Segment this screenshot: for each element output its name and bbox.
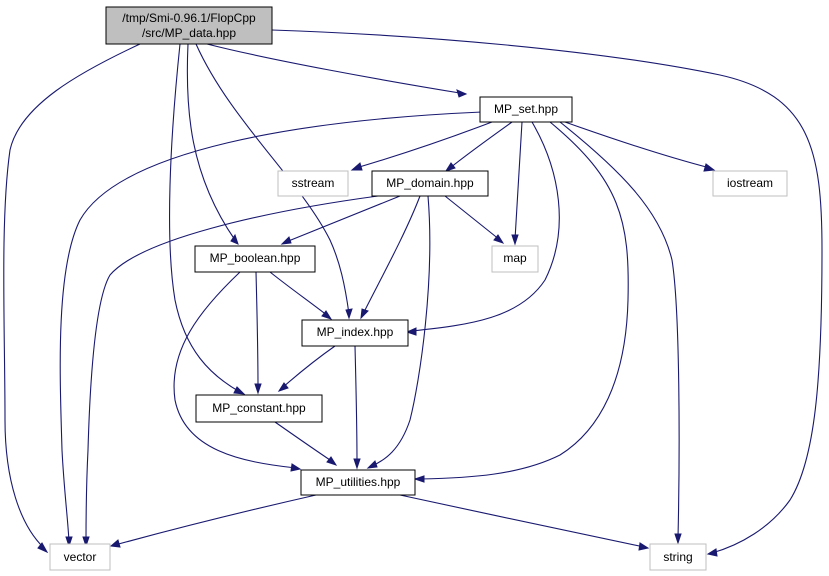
edges [3, 29, 823, 557]
node-mp-boolean-label: MP_boolean.hpp [210, 251, 301, 265]
node-map-label: map [503, 251, 527, 265]
edge-mp-data-to-mp-set [206, 43, 468, 98]
node-mp-utilities[interactable]: MP_utilities.hpp [300, 469, 416, 496]
node-mp-set-label: MP_set.hpp [494, 102, 558, 116]
node-string[interactable]: string [649, 543, 707, 571]
edge-mp-domain-to-mp-boolean [280, 195, 401, 245]
node-mp-constant[interactable]: MP_constant.hpp [195, 394, 323, 423]
edge-mp-index-to-mp-constant [277, 345, 336, 392]
edge-mp-domain-to-map [444, 195, 505, 244]
edge-mp-boolean-to-mp-index [269, 271, 333, 320]
edge-mp-utilities-to-string [399, 494, 650, 551]
edge-mp-data-to-mp-index [195, 43, 353, 320]
node-iostream[interactable]: iostream [712, 170, 788, 197]
node-map[interactable]: map [491, 245, 539, 273]
edge-mp-index-to-mp-utilities [353, 345, 361, 470]
node-sstream-label: sstream [292, 176, 335, 190]
edge-mp-set-to-vector [59, 111, 483, 548]
node-sstream[interactable]: sstream [277, 170, 349, 197]
node-mp-data-label-line2: /src/MP_data.hpp [142, 26, 236, 40]
edge-mp-data-to-mp-boolean [186, 43, 239, 245]
edge-mp-set-to-map [511, 121, 523, 246]
edge-mp-boolean-to-mp-constant [254, 271, 262, 395]
edge-mp-data-to-vector [3, 43, 141, 554]
node-mp-data[interactable]: /tmp/Smi-0.96.1/FlopCpp /src/MP_data.hpp [105, 6, 273, 45]
edge-mp-set-to-mp-utilities [413, 121, 629, 483]
nodes: /tmp/Smi-0.96.1/FlopCpp /src/MP_data.hpp… [49, 6, 788, 571]
edge-mp-set-to-mp-index [405, 121, 560, 336]
node-mp-index-label: MP_index.hpp [317, 325, 394, 339]
edge-mp-data-to-mp-constant [169, 43, 246, 395]
node-mp-set[interactable]: MP_set.hpp [479, 96, 573, 123]
node-mp-utilities-label: MP_utilities.hpp [316, 475, 401, 489]
edge-mp-data-to-string [271, 29, 823, 557]
node-mp-boolean[interactable]: MP_boolean.hpp [194, 245, 316, 273]
edge-mp-set-to-iostream [564, 121, 716, 172]
node-mp-data-label-line1: /tmp/Smi-0.96.1/FlopCpp [122, 11, 256, 25]
edge-mp-domain-to-vector [82, 195, 379, 548]
edge-mp-constant-to-mp-utilities [274, 421, 338, 466]
node-mp-domain[interactable]: MP_domain.hpp [371, 170, 489, 197]
edge-mp-boolean-to-mp-utilities [173, 271, 302, 472]
edge-mp-set-to-string [559, 121, 682, 545]
node-vector[interactable]: vector [49, 543, 111, 571]
node-vector-label: vector [64, 550, 97, 564]
node-mp-domain-label: MP_domain.hpp [386, 176, 474, 190]
node-mp-constant-label: MP_constant.hpp [212, 401, 306, 415]
node-string-label: string [663, 550, 692, 564]
edge-mp-domain-to-mp-index [360, 195, 421, 320]
node-mp-index[interactable]: MP_index.hpp [301, 319, 409, 347]
edge-mp-domain-to-mp-utilities [366, 195, 431, 469]
edge-mp-utilities-to-vector [109, 494, 317, 548]
edge-mp-set-to-mp-domain [444, 121, 513, 172]
edge-mp-set-to-sstream [350, 121, 493, 171]
node-iostream-label: iostream [727, 176, 773, 190]
